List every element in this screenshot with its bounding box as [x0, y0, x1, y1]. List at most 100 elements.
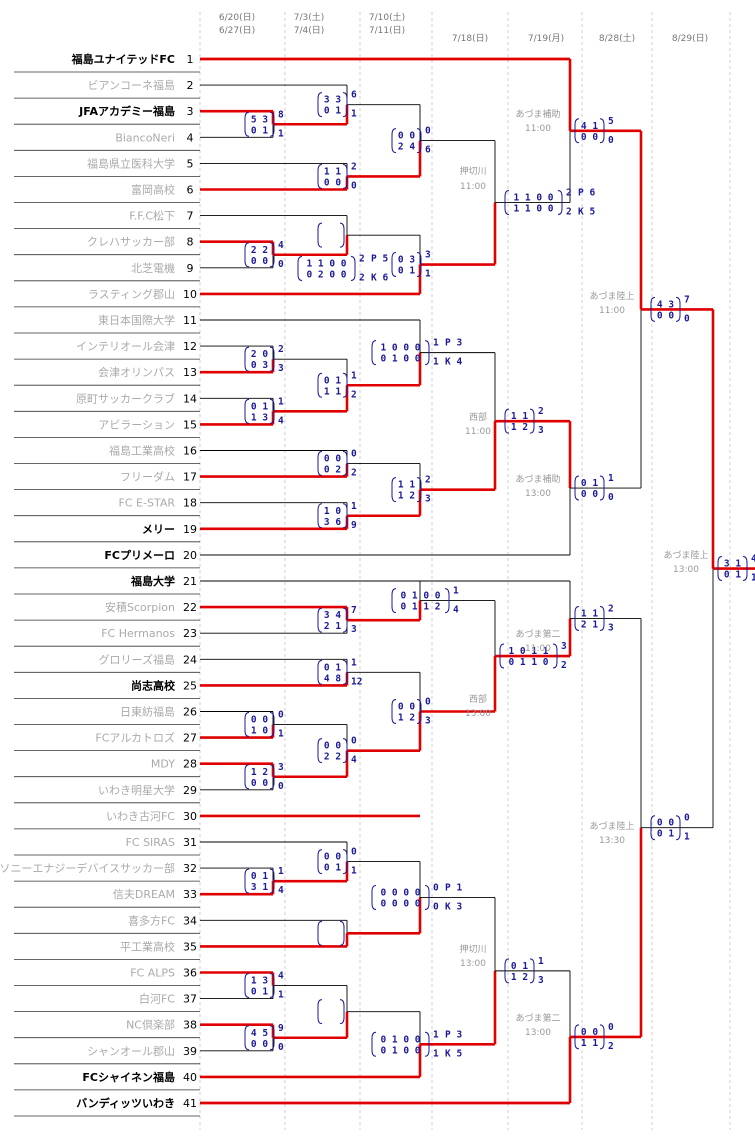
total-a: 0 — [425, 697, 431, 708]
pk-a: P 6 — [578, 188, 595, 199]
venue-label: 押切川 — [459, 943, 486, 955]
total-b: 0 — [278, 1042, 284, 1053]
team-name: 会津オリンパス — [98, 366, 175, 379]
half-scores-b: 1 2 — [398, 491, 415, 502]
half-scores-a: 4 1 — [581, 121, 598, 132]
date-header: 7/19(月) — [528, 33, 564, 44]
half-scores-b: 0 0 — [581, 489, 598, 500]
team-name: FC ALPS — [130, 967, 175, 980]
score-box: 1 10 020 — [317, 161, 357, 191]
score-box: 0 11 112 — [317, 370, 357, 400]
score-bracket-left — [504, 408, 510, 434]
team-name: 信夫DREAM — [113, 888, 175, 901]
team-name: ラスティング郡山 — [88, 287, 175, 301]
score-bracket-left — [574, 1024, 580, 1050]
total-a: 1 — [433, 1029, 439, 1040]
score-bracket-right — [675, 296, 681, 322]
score-bracket-left — [504, 958, 510, 984]
team-number: 26 — [183, 706, 197, 719]
score-bracket-right — [269, 1025, 275, 1051]
total-a: 4 — [751, 554, 755, 565]
pk-b: K 4 — [445, 357, 462, 368]
team-number: 35 — [183, 940, 197, 953]
half-scores-a: 0 0 — [324, 852, 341, 863]
team-number: 21 — [183, 575, 197, 588]
score-bracket-left — [244, 398, 250, 424]
team-number: 5 — [187, 157, 194, 170]
total-a: 4 — [278, 971, 284, 982]
score-box: 0 00 101 — [650, 813, 690, 843]
total-a: 1 — [351, 370, 357, 381]
total-a: 1 — [453, 586, 459, 597]
team-name: MDY — [151, 758, 175, 771]
team-number: 19 — [183, 523, 197, 536]
score-bracket-right — [269, 868, 275, 894]
date-header: 7/4(日) — [294, 25, 325, 36]
total-a: 1 — [278, 396, 284, 407]
half-scores-b: 0 1 0 0 — [380, 1045, 420, 1056]
team-name: FC E-STAR — [119, 497, 176, 510]
pk-a: P 1 — [445, 882, 462, 893]
venue-label: 11:00 — [599, 306, 625, 316]
team-number: 40 — [183, 1071, 197, 1084]
score-bracket-right — [342, 92, 348, 118]
total-a: 7 — [351, 605, 357, 616]
half-scores-b: 1 2 — [398, 713, 415, 724]
total-b: 3 — [425, 716, 431, 727]
team-number: 16 — [183, 445, 197, 458]
half-scores-a: 3 3 — [324, 95, 341, 106]
team-number: 8 — [187, 236, 194, 249]
score-bracket-left — [391, 128, 397, 154]
score-bracket-left — [391, 588, 397, 614]
team-name: FC SIRAS — [126, 836, 175, 849]
date-header: 6/27(日) — [219, 25, 255, 36]
venue-label: 西部 — [469, 693, 487, 705]
team-number: 13 — [183, 366, 197, 379]
venue-label: 13:30 — [599, 836, 625, 846]
half-scores-b: 1 1 — [324, 386, 341, 397]
total-b: 1 — [351, 109, 357, 120]
total-b: 12 — [351, 676, 362, 687]
half-scores-a: 1 1 0 0 — [306, 259, 346, 270]
half-scores-a: 0 0 — [324, 741, 341, 752]
team-number: 10 — [183, 288, 197, 301]
score-box: 0 02 204 — [317, 736, 357, 766]
score-bracket-right — [339, 999, 345, 1025]
half-scores-a: 0 1 — [324, 375, 341, 386]
total-a: 1 — [351, 657, 357, 668]
half-scores-a: 4 3 — [657, 299, 674, 310]
score-bracket-left — [371, 1031, 377, 1057]
score-box: 4 30 070 — [650, 294, 690, 324]
score-bracket-left — [317, 920, 323, 946]
score-bracket-left — [391, 699, 397, 724]
half-scores-a: 0 1 — [581, 478, 598, 489]
total-b: 1 — [425, 269, 431, 280]
team-number: 22 — [183, 601, 197, 614]
total-b: 9 — [351, 520, 357, 531]
team-name: フリーダム — [120, 470, 175, 484]
half-scores-b: 0 1 1 0 — [508, 657, 548, 668]
score-bracket-right — [599, 118, 605, 144]
venue-label: 13:00 — [465, 709, 491, 719]
half-scores-b: 0 1 — [398, 266, 415, 277]
team-number: 14 — [183, 392, 197, 405]
score-bracket-right — [342, 503, 348, 529]
half-scores-b: 1 1 — [581, 1038, 598, 1049]
half-scores-b: 2 1 — [581, 620, 598, 631]
score-bracket-right — [424, 340, 430, 366]
score-box: 3 10 141 — [717, 554, 755, 584]
score-bracket-left — [391, 477, 397, 503]
score-bracket-right — [342, 607, 348, 633]
total-a: 1 — [538, 956, 544, 967]
total-b: 0 — [608, 135, 614, 146]
score-box: 1 20 030 — [244, 762, 284, 792]
score-bracket-left — [317, 451, 323, 477]
score-bracket-right — [339, 222, 345, 248]
team-number: 31 — [183, 836, 197, 849]
venue-label: あづま陸上 — [589, 290, 634, 302]
date-header: 8/28(土) — [599, 32, 635, 44]
score-bracket-right — [599, 1024, 605, 1050]
